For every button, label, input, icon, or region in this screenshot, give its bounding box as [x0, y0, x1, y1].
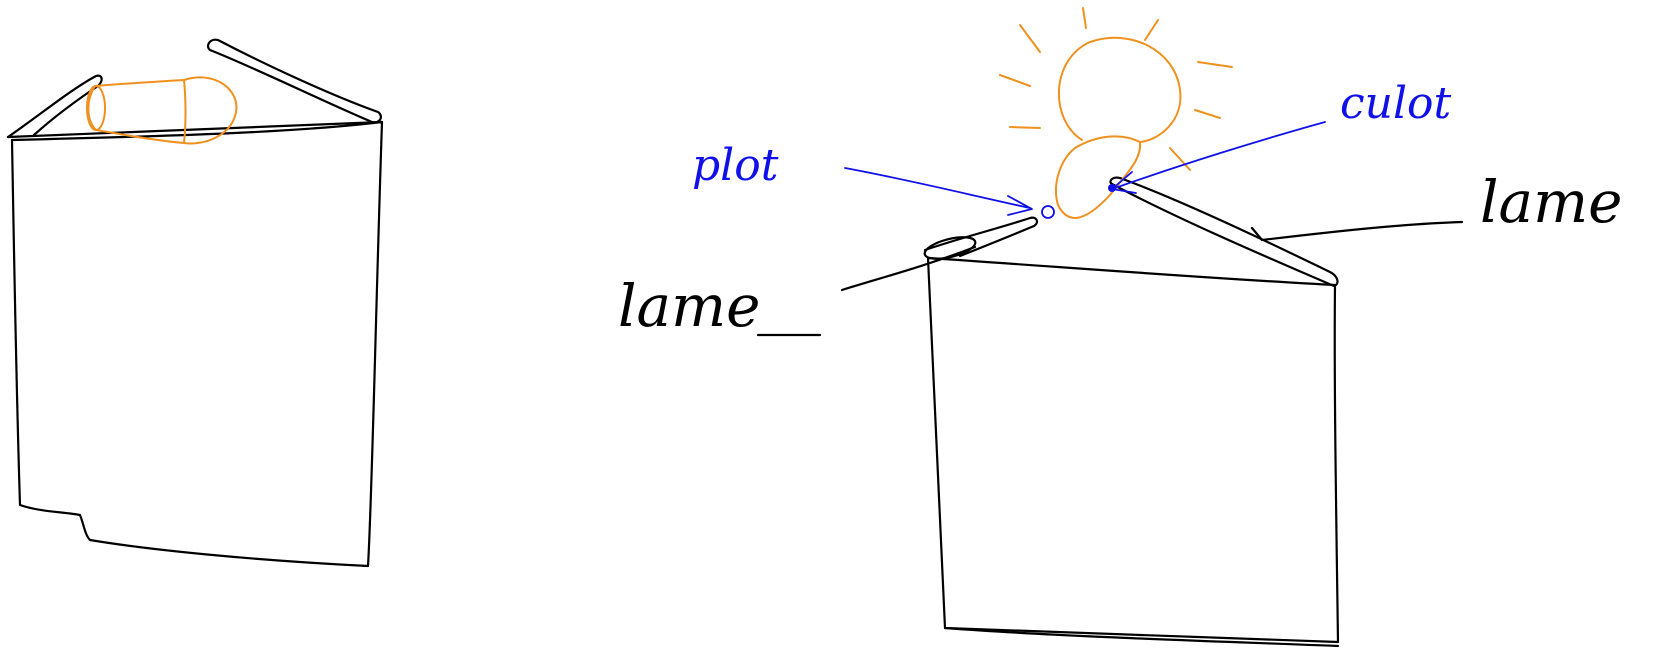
culot-marker	[1108, 184, 1116, 192]
bulb-lit-base	[1056, 136, 1140, 218]
ray	[1010, 127, 1040, 128]
leader-lame-right	[1252, 222, 1462, 240]
arrow-culot	[1115, 122, 1325, 188]
battery-right-body	[928, 258, 1338, 642]
ray	[1000, 75, 1030, 86]
label-plot: plot	[692, 140, 779, 191]
bulb-lit-glass	[1059, 38, 1181, 142]
bulb-lit-rays	[1000, 8, 1232, 170]
label-lame-right: lame	[1480, 168, 1622, 236]
ray	[1020, 25, 1040, 52]
battery-left-body	[12, 122, 382, 566]
plot-marker	[1042, 206, 1054, 218]
battery-right-blade-right	[1110, 178, 1337, 286]
battery-right-blade-left	[925, 218, 1037, 256]
label-culot: culot	[1340, 78, 1452, 129]
leader-lame-left	[842, 247, 975, 290]
label-lame-left: lame	[618, 272, 760, 340]
annotation-lame-right: lame	[1252, 168, 1622, 240]
ray	[1145, 20, 1158, 40]
arrow-plot	[845, 168, 1030, 208]
ray	[1083, 8, 1086, 28]
ray	[1198, 62, 1232, 67]
battery-right	[923, 178, 1338, 646]
annotation-plot: plot	[692, 140, 1054, 218]
bulb-lying-cap	[87, 86, 105, 130]
battery-left	[8, 40, 382, 566]
ray	[1195, 110, 1220, 118]
annotation-lame-left: lame	[618, 247, 975, 340]
battery-left-blade-right	[208, 40, 381, 123]
